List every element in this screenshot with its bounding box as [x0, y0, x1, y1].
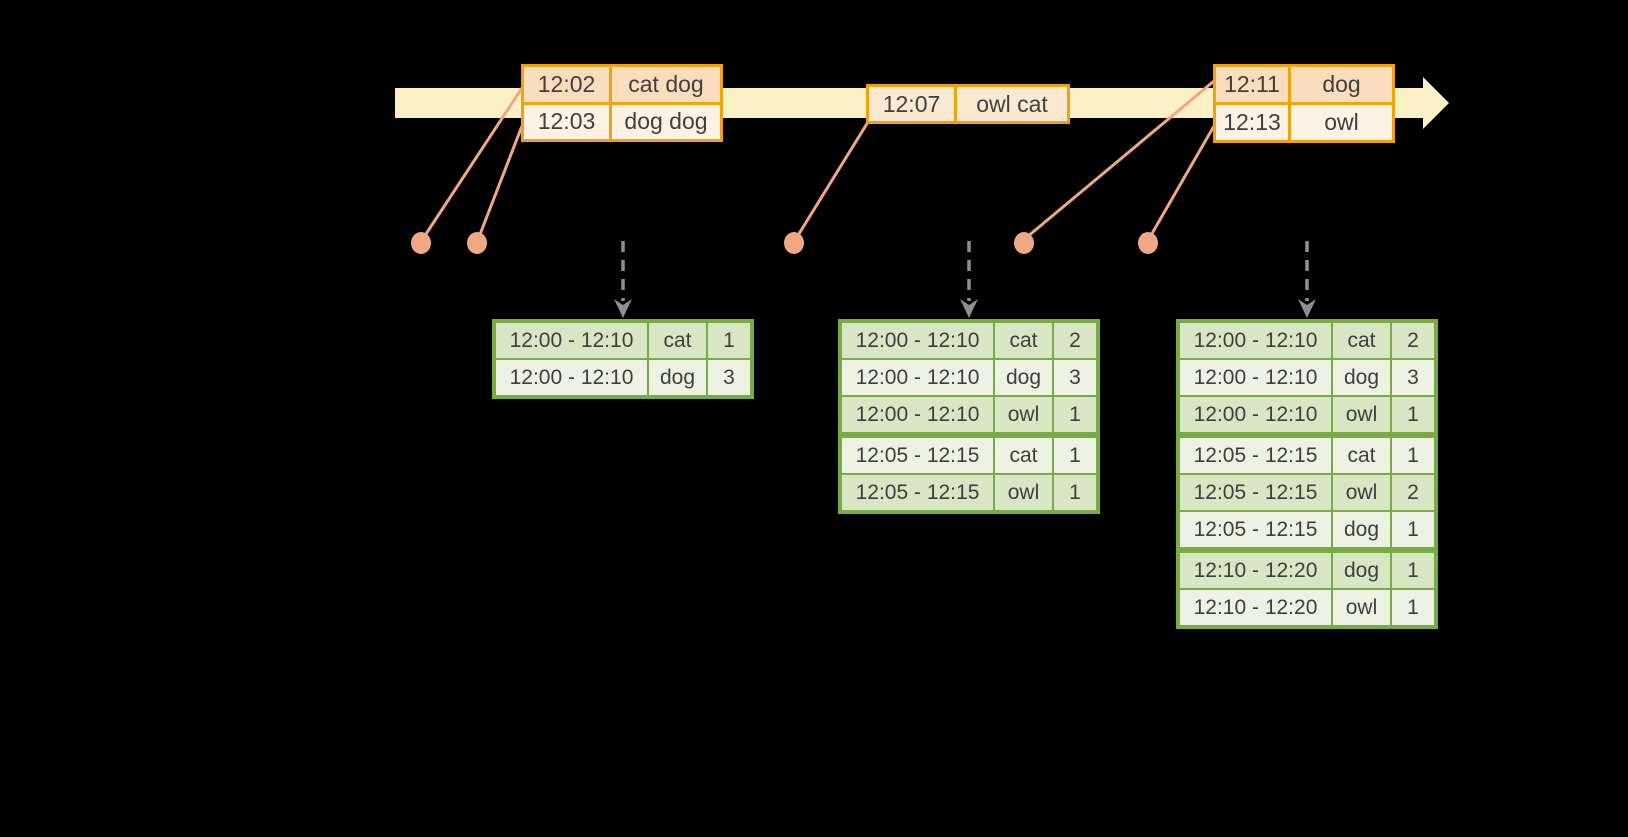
- window-cell: 12:05 - 12:15: [1180, 438, 1331, 473]
- table-row: 12:00 - 12:10 dog 3: [496, 360, 750, 395]
- count-cell: 1: [1392, 590, 1434, 625]
- table-row: 12:00 - 12:10 owl 1: [1180, 397, 1434, 432]
- event-dot-icon: [411, 232, 431, 254]
- event-time: 12:03: [524, 104, 609, 139]
- event-dot-icon: [1138, 232, 1158, 254]
- window-cell: 12:10 - 12:20: [1180, 553, 1331, 588]
- window-cell: 12:05 - 12:15: [1180, 512, 1331, 547]
- count-cell: 1: [1392, 553, 1434, 588]
- count-cell: 2: [1054, 323, 1096, 358]
- count-cell: 3: [1392, 360, 1434, 395]
- window-cell: 12:05 - 12:15: [1180, 475, 1331, 510]
- table-row: 12:00 - 12:10 dog 3: [842, 360, 1096, 395]
- window-cell: 12:00 - 12:10: [496, 360, 647, 395]
- trigger-arrow-icon: [614, 241, 632, 318]
- word-cell: owl: [1333, 475, 1390, 510]
- table-row: 12:00 - 12:10 cat 2: [842, 323, 1096, 358]
- count-cell: 1: [1054, 397, 1096, 432]
- window-cell: 12:00 - 12:10: [842, 397, 993, 432]
- input-table-2: 12:07 owl cat: [866, 84, 1070, 124]
- count-cell: 1: [1392, 512, 1434, 547]
- window-cell: 12:00 - 12:10: [842, 323, 993, 358]
- word-cell: cat: [1333, 438, 1390, 473]
- word-cell: dog: [1333, 360, 1390, 395]
- word-cell: cat: [649, 323, 706, 358]
- trigger-arrow-icon: [960, 241, 978, 318]
- word-cell: cat: [1333, 323, 1390, 358]
- word-cell: cat: [995, 438, 1052, 473]
- table-row: 12:10 - 12:20 dog 1: [1180, 553, 1434, 588]
- word-cell: dog: [1333, 512, 1390, 547]
- word-cell: owl: [1333, 590, 1390, 625]
- result-table-3: 12:00 - 12:10 cat 2 12:00 - 12:10 dog 3 …: [1176, 319, 1438, 629]
- count-cell: 1: [708, 323, 750, 358]
- window-cell: 12:00 - 12:10: [1180, 397, 1331, 432]
- connector-line: [1148, 125, 1216, 238]
- event-time: 12:02: [524, 67, 609, 102]
- table-row: 12:05 - 12:15 cat 1: [1180, 438, 1434, 473]
- result-table-2: 12:00 - 12:10 cat 2 12:00 - 12:10 dog 3 …: [838, 319, 1100, 514]
- connector-line: [1026, 79, 1215, 239]
- window-cell: 12:05 - 12:15: [842, 438, 993, 473]
- word-cell: cat: [995, 323, 1052, 358]
- table-row: 12:10 - 12:20 owl 1: [1180, 590, 1434, 625]
- table-row: 12:00 - 12:10 cat 1: [496, 323, 750, 358]
- event-words: dog: [1291, 67, 1392, 102]
- count-cell: 1: [1392, 438, 1434, 473]
- event-words: cat dog: [612, 67, 720, 102]
- event-time: 12:13: [1216, 105, 1288, 140]
- word-cell: dog: [649, 360, 706, 395]
- window-cell: 12:00 - 12:10: [1180, 360, 1331, 395]
- event-time: 12:11: [1216, 67, 1288, 102]
- event-dot-icon: [784, 232, 804, 254]
- count-cell: 1: [1392, 397, 1434, 432]
- count-cell: 2: [1392, 475, 1434, 510]
- result-table-1: 12:00 - 12:10 cat 1 12:00 - 12:10 dog 3: [492, 319, 754, 399]
- window-cell: 12:00 - 12:10: [496, 323, 647, 358]
- table-row: 12:00 - 12:10 dog 3: [1180, 360, 1434, 395]
- event-words: owl cat: [957, 87, 1067, 121]
- connector-line: [422, 87, 524, 238]
- count-cell: 3: [1054, 360, 1096, 395]
- window-cell: 12:10 - 12:20: [1180, 590, 1331, 625]
- window-cell: 12:00 - 12:10: [1180, 323, 1331, 358]
- word-cell: dog: [1333, 553, 1390, 588]
- table-row: 12:05 - 12:15 dog 1: [1180, 512, 1434, 547]
- event-time: 12:07: [869, 87, 954, 121]
- window-cell: 12:00 - 12:10: [842, 360, 993, 395]
- word-cell: owl: [995, 397, 1052, 432]
- count-cell: 1: [1054, 475, 1096, 510]
- event-dot-icon: [467, 232, 487, 254]
- count-cell: 1: [1054, 438, 1096, 473]
- input-table-3: 12:11 dog 12:13 owl: [1213, 64, 1395, 143]
- table-row: 12:05 - 12:15 owl 2: [1180, 475, 1434, 510]
- table-row: 12:05 - 12:15 cat 1: [842, 438, 1096, 473]
- count-cell: 2: [1392, 323, 1434, 358]
- connector-line: [477, 125, 524, 238]
- input-table-1: 12:02 cat dog 12:03 dog dog: [521, 64, 723, 142]
- trigger-arrow-icon: [1298, 241, 1316, 318]
- word-cell: owl: [995, 475, 1052, 510]
- count-cell: 3: [708, 360, 750, 395]
- window-cell: 12:05 - 12:15: [842, 475, 993, 510]
- word-cell: owl: [1333, 397, 1390, 432]
- timeline-arrowhead-icon: [1423, 77, 1449, 129]
- connector-line: [795, 121, 870, 238]
- table-row: 12:00 - 12:10 cat 2: [1180, 323, 1434, 358]
- event-words: dog dog: [612, 104, 720, 139]
- table-row: 12:00 - 12:10 owl 1: [842, 397, 1096, 432]
- table-row: 12:05 - 12:15 owl 1: [842, 475, 1096, 510]
- word-cell: dog: [995, 360, 1052, 395]
- event-dot-icon: [1014, 232, 1034, 254]
- event-words: owl: [1291, 105, 1392, 140]
